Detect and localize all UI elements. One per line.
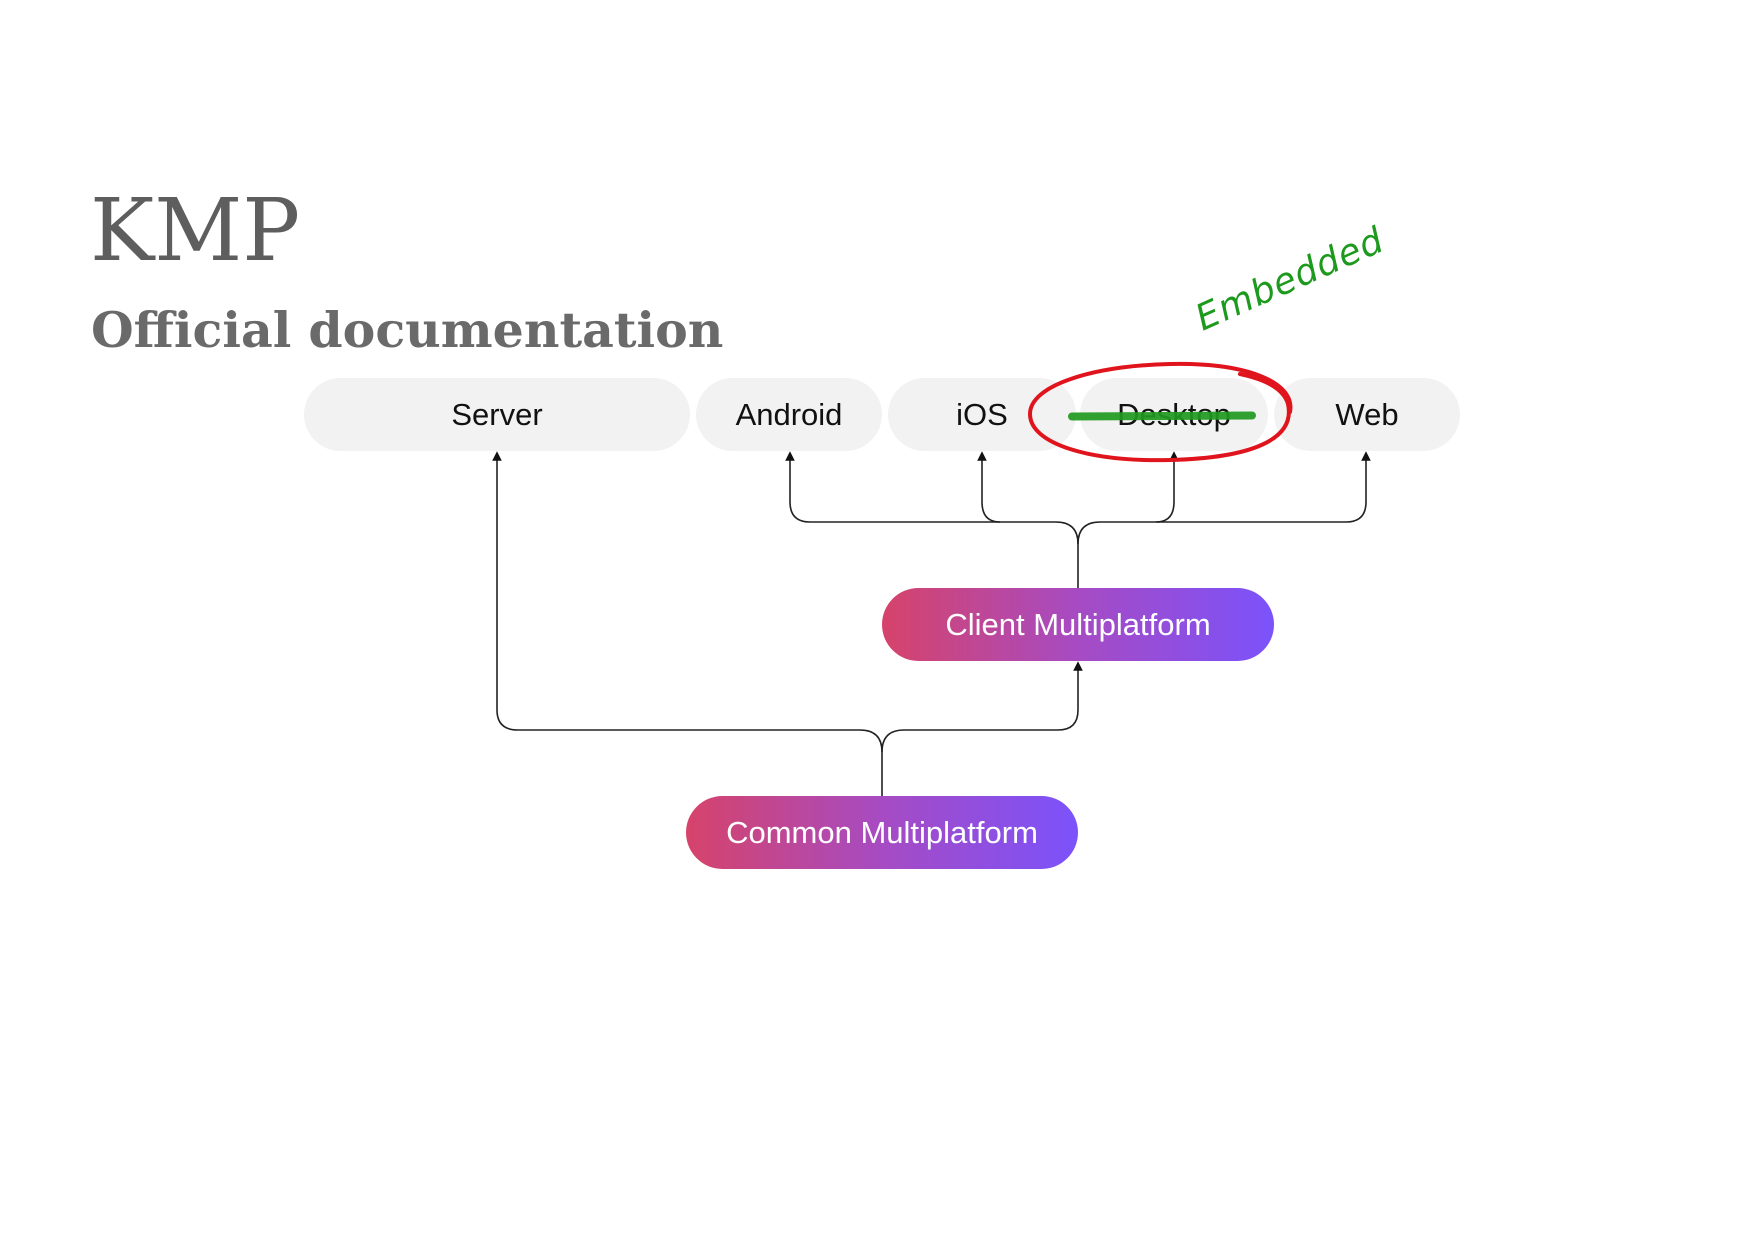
common-branch-server — [492, 451, 883, 753]
target-server: Server — [304, 378, 690, 451]
page-title: KMP — [90, 181, 301, 281]
common-multiplatform: Common Multiplatform — [686, 796, 1078, 869]
target-android: Android — [696, 378, 882, 451]
client-multiplatform: Client Multiplatform — [882, 588, 1274, 661]
target-web: Web — [1274, 378, 1460, 451]
client-branch-ios — [977, 451, 1001, 523]
page-subtitle: Official documentation — [91, 301, 724, 359]
client-branch-right — [1077, 451, 1371, 545]
client-branch-desktop — [1155, 451, 1179, 523]
strikethrough-mark — [1067, 411, 1257, 421]
client-branch-left — [785, 451, 1079, 545]
common-branch-client — [881, 661, 1083, 753]
